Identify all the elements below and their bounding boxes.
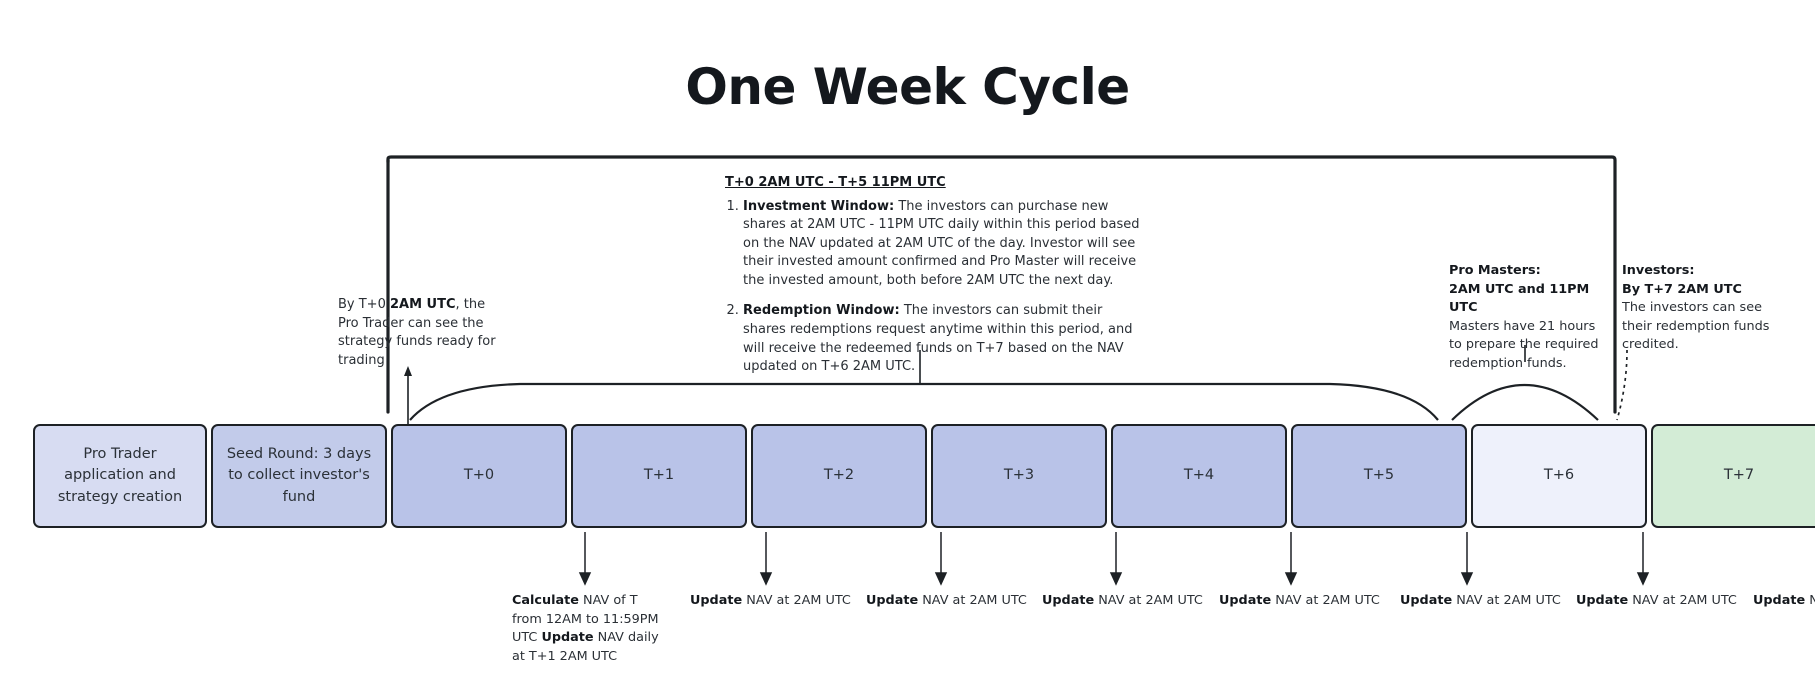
redemption-window-label: Redemption Window: [743, 303, 900, 319]
nav-note-t4: Update NAV at 2AM UTC [1219, 592, 1409, 611]
timeline-box-application[interactable]: Pro Trader application and strategy crea… [33, 424, 207, 528]
left-note-post: , the Pro Trader can see the strategy fu… [338, 297, 496, 368]
timeline-box-t4[interactable]: T+4 [1111, 424, 1287, 528]
left-note-bold: 2AM UTC [389, 297, 456, 312]
nav-note-t1-text: NAV at 2AM UTC [742, 593, 851, 608]
pro-masters-subtitle: 2AM UTC and 11PM UTC [1449, 281, 1590, 316]
nav-note-t0-bold-2: Update [541, 630, 594, 646]
nav-note-t3-text: NAV at 2AM UTC [1094, 593, 1203, 608]
investment-window-label: Investment Window: [743, 198, 895, 214]
nav-note-t3-bold: Update [1042, 593, 1095, 608]
left-note-pre: By T+0 [338, 297, 390, 312]
investment-window-text: The investors can purchase new shares at… [743, 198, 1140, 288]
nav-note-t0: Calculate NAV of T from 12AM to 11:59PM … [512, 592, 667, 666]
nav-note-t0-bold-1: Calculate [512, 593, 579, 608]
nav-note-t5-bold: Update [1400, 593, 1453, 608]
timeline-box-t6[interactable]: T+6 [1471, 424, 1647, 528]
nav-note-t5-text: NAV at 2AM UTC [1452, 593, 1561, 608]
nav-note-t4-text: NAV at 2AM UTC [1271, 593, 1380, 608]
investment-window-note: T+0 2AM UTC - T+5 11PM UTC Investment Wi… [725, 174, 1145, 377]
nav-note-t1: Update NAV at 2AM UTC [690, 592, 880, 611]
investors-subtitle: By T+7 2AM UTC [1622, 281, 1742, 297]
window-note-item-investment: Investment Window: The investors can pur… [743, 198, 1145, 291]
nav-note-t7-bold: Update [1753, 593, 1806, 608]
timeline-box-seed-round[interactable]: Seed Round: 3 days to collect investor's… [211, 424, 387, 528]
nav-note-t5: Update NAV at 2AM UTC [1400, 592, 1590, 611]
page-title: One Week Cycle [685, 58, 1130, 116]
nav-note-t4-bold: Update [1219, 593, 1272, 608]
nav-note-t3: Update NAV at 2AM UTC [1042, 592, 1232, 611]
window-note-list: Investment Window: The investors can pur… [725, 198, 1145, 377]
timeline-box-t3[interactable]: T+3 [931, 424, 1107, 528]
nav-note-t2-bold: Update [866, 593, 919, 608]
timeline-track: Pro Trader application and strategy crea… [33, 424, 1815, 528]
nav-note-t7-text: NAV at 2AM UTC [1809, 593, 1815, 608]
nav-note-t6-text: NAV at 2AM UTC [1628, 593, 1737, 608]
nav-note-t1-bold: Update [690, 593, 743, 608]
window-note-item-redemption: Redemption Window: The investors can sub… [743, 302, 1145, 376]
pro-masters-title: Pro Masters: [1449, 263, 1541, 278]
timeline-box-t7[interactable]: T+7 [1651, 424, 1815, 528]
timeline-box-t1[interactable]: T+1 [571, 424, 747, 528]
timeline-box-t0[interactable]: T+0 [391, 424, 567, 528]
nav-note-t6: Update NAV at 2AM UTC [1576, 592, 1766, 611]
investors-title: Investors: [1622, 263, 1695, 278]
timeline-box-t2[interactable]: T+2 [751, 424, 927, 528]
investors-body: The investors can see their redemption f… [1622, 300, 1770, 353]
nav-note-t0-text-2: NAV daily at T+1 2AM UTC [512, 630, 659, 664]
pro-masters-body: Masters have 21 hours to prepare the req… [1449, 318, 1599, 371]
nav-note-t2: Update NAV at 2AM UTC [866, 592, 1056, 611]
redemption-window-text: The investors can submit their shares re… [743, 303, 1133, 375]
nav-note-t0-text-1: NAV of T from 12AM to 11:59PM UTC [512, 593, 659, 646]
window-note-heading: T+0 2AM UTC - T+5 11PM UTC [725, 175, 946, 190]
nav-note-t7: Update NAV at 2AM UTC [1753, 592, 1815, 611]
left-note: By T+0 2AM UTC, the Pro Trader can see t… [338, 296, 503, 370]
nav-note-t2-text: NAV at 2AM UTC [918, 593, 1027, 608]
nav-note-t6-bold: Update [1576, 593, 1629, 608]
pro-masters-note: Pro Masters: 2AM UTC and 11PM UTC Master… [1449, 262, 1599, 373]
investors-note: Investors: By T+7 2AM UTC The investors … [1622, 262, 1772, 355]
timeline-box-t5[interactable]: T+5 [1291, 424, 1467, 528]
